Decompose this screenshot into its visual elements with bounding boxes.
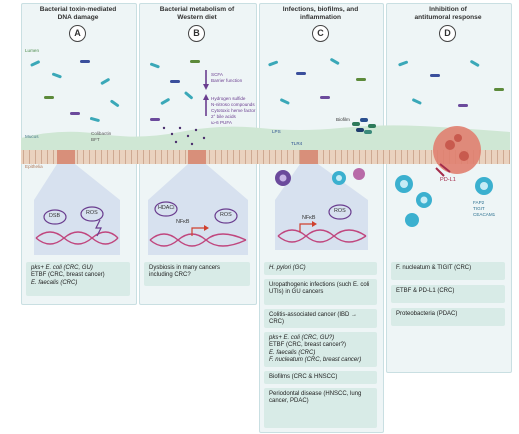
box-line: F. nucleatum (CRC, breast cancer) xyxy=(269,357,362,364)
immune-cell xyxy=(353,168,365,180)
label-bile-acids: 2° bile acids xyxy=(211,114,236,119)
zoom-a xyxy=(34,164,120,255)
t-cell xyxy=(405,213,419,227)
label-hdaci: HDACi xyxy=(158,205,175,211)
label-lps: LPS xyxy=(272,129,281,134)
ros-bubble-a xyxy=(80,206,104,222)
biofilm-cluster xyxy=(352,118,376,134)
box-line: H. pylori (GC) xyxy=(269,265,306,271)
panel-d-box-2: ETBF & PD-L1 (CRC) xyxy=(391,285,505,303)
label-ros-b: ROS xyxy=(220,212,232,218)
label-cytotoxic-heme: Cytotoxic heme factor xyxy=(211,108,256,113)
label-colibactin: Colibactin xyxy=(91,131,112,136)
box-line: Periodontal disease (HNSCC, lung cancer,… xyxy=(269,391,362,405)
box-line: E. faecalis (CRC) xyxy=(31,279,78,286)
dsb-bubble xyxy=(43,209,67,225)
label-bft: BFT xyxy=(91,137,100,142)
panel-a-letter: A xyxy=(69,25,86,42)
dna-a-2 xyxy=(35,231,119,245)
dna-c-1 xyxy=(277,229,367,243)
hdaci-bubble xyxy=(154,201,178,217)
panel-c-letter: C xyxy=(312,25,329,42)
box-line: Proteobacteria (PDAC) xyxy=(396,311,458,317)
box-line: Biofilms (CRC & HNSCC) xyxy=(269,374,338,380)
tumor-mass xyxy=(433,126,481,174)
metabolite-dots xyxy=(162,126,206,146)
panel-a-box-1: pks+ E. coli (CRC, GU)ETBF (CRC, breast … xyxy=(26,262,130,296)
box-line: Uropathogenic infections (such E. coli U… xyxy=(269,282,370,296)
label-mucus: Mucus xyxy=(25,134,39,139)
panel-d-box-3: Proteobacteria (PDAC) xyxy=(391,308,505,326)
label-hydrogen-sulfide: Hydrogen sulfide xyxy=(211,96,246,101)
label-tlr4: TLR4 xyxy=(291,141,303,146)
panel-a-title: Bacterial toxin-mediated DNA damage xyxy=(39,6,117,21)
dna-a-1 xyxy=(35,231,119,245)
zoom-b xyxy=(148,164,248,255)
label-nfkb-b: NFκB xyxy=(176,219,190,225)
panel-b-letter: B xyxy=(188,25,205,42)
panel-d-box-1: F. nucleatum & TIGIT (CRC) xyxy=(391,262,505,280)
label-pufa: ω-6 PUFA xyxy=(211,120,232,125)
label-ros-a: ROS xyxy=(86,210,98,216)
box-line: F. nucleatum & TIGIT (CRC) xyxy=(396,265,472,271)
panel-c-box-5: Biofilms (CRC & HNSCC) xyxy=(264,371,377,384)
ros-bubble-c xyxy=(328,204,352,220)
label-barrier: Barrier function xyxy=(211,78,243,83)
label-fap2: FAP2 xyxy=(473,200,485,205)
label-lumen: Lumen xyxy=(25,48,40,53)
bacteria-b xyxy=(150,60,200,121)
box-line: pks+ E. coli (CRC, GU) xyxy=(31,265,93,271)
box-line: ETBF (CRC, breast cancer?) xyxy=(269,342,347,349)
dna-c-2 xyxy=(277,229,367,243)
panel-c-title: Infections, biofilms, and inflammation xyxy=(282,6,359,21)
label-ceacam1: CEACAM1 xyxy=(473,212,496,217)
label-scfa: SCFA xyxy=(211,72,223,77)
bacteria-a xyxy=(30,60,120,122)
box-line: Dysbiosis in many cancers including CRC? xyxy=(149,265,221,279)
damaged-cell-a xyxy=(57,150,75,164)
damaged-cell-c xyxy=(300,150,318,164)
label-ros-c: ROS xyxy=(334,208,346,214)
zoom-c xyxy=(275,164,368,250)
panel-c-box-4: pks+ E. coli (CRC, GU?)ETBF (CRC, breast… xyxy=(264,332,377,367)
label-pdl1: PD-L1 xyxy=(440,177,456,183)
panel-c-box-2: Uropathogenic infections (such E. coli U… xyxy=(264,279,377,305)
box-line: Colitis-associated cancer (IBD → CRC) xyxy=(269,312,358,326)
dna-b-1 xyxy=(149,233,247,247)
box-line: ETBF (CRC, breast cancer) xyxy=(31,272,105,279)
box-line: ETBF & PD-L1 (CRC) xyxy=(396,288,455,294)
ros-bubble-b xyxy=(214,208,238,224)
label-tigit: TIGIT xyxy=(473,206,485,211)
box-line: E. faecalis (CRC) xyxy=(269,349,316,356)
label-nfkb-c: NFκB xyxy=(302,215,316,221)
panel-c-box-3: Colitis-associated cancer (IBD → CRC) xyxy=(264,309,377,328)
mucus-layer xyxy=(21,125,510,150)
panel-d-letter: D xyxy=(439,25,456,42)
panel-b-title: Bacterial metabolism of Western diet xyxy=(159,6,235,21)
epithelium-strip xyxy=(21,150,510,164)
label-dsb: DSB xyxy=(49,213,61,219)
panel-b-box-1: Dysbiosis in many cancers including CRC? xyxy=(144,262,250,286)
panel-c-box-1: H. pylori (GC) xyxy=(264,262,377,275)
panel-d-title: Inhibition of antitumoral response xyxy=(414,6,482,21)
label-epithelia: Epithelia xyxy=(25,164,43,169)
label-nnitroso: N-nitroso compounds xyxy=(211,102,255,107)
label-biofilm: Biofilm xyxy=(336,117,350,122)
damaged-cell-b xyxy=(188,150,206,164)
box-line: pks+ E. coli (CRC, GU?) xyxy=(269,335,335,341)
bacteria-c xyxy=(268,58,366,105)
bacteria-d xyxy=(398,60,504,107)
panel-c-box-6: Periodontal disease (HNSCC, lung cancer,… xyxy=(264,388,377,428)
